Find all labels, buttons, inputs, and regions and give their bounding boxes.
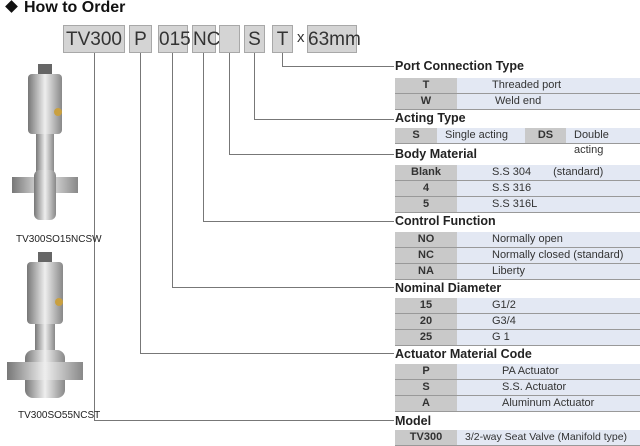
note: (standard) bbox=[553, 166, 604, 178]
desc: Liberty bbox=[457, 264, 640, 279]
code: 15 bbox=[395, 298, 457, 313]
desc: Weld end bbox=[457, 94, 640, 109]
code: S bbox=[395, 380, 457, 395]
code: A bbox=[395, 396, 457, 411]
code: 20 bbox=[395, 314, 457, 329]
desc: G3/4 bbox=[457, 314, 640, 329]
diameter-heading: Nominal Diameter bbox=[395, 281, 502, 295]
code: S bbox=[395, 128, 437, 143]
photo-caption-1: TV300SO15NCSW bbox=[16, 234, 102, 245]
desc: PA Actuator bbox=[457, 364, 640, 379]
diamond-bullet-icon bbox=[5, 0, 18, 13]
body-heading: Body Material bbox=[395, 147, 477, 161]
desc: Aluminum Actuator bbox=[457, 396, 640, 411]
valve-photo-2 bbox=[7, 252, 83, 398]
code: NC bbox=[395, 248, 457, 263]
code: 5 bbox=[395, 197, 457, 212]
code-box-body bbox=[219, 25, 240, 53]
desc: S.S. Actuator bbox=[457, 380, 640, 395]
desc: G 1 bbox=[457, 330, 640, 345]
desc: G1/2 bbox=[457, 298, 640, 313]
code: TV300 bbox=[395, 430, 457, 445]
code-box-port: T bbox=[272, 25, 293, 53]
code-box-diameter: 015 bbox=[158, 25, 191, 53]
code: Blank bbox=[395, 165, 457, 180]
code-box-control: NC bbox=[192, 25, 220, 53]
model-heading: Model bbox=[395, 414, 432, 428]
code: T bbox=[395, 78, 457, 93]
desc: S.S 316 bbox=[457, 181, 640, 196]
desc: Double acting bbox=[566, 128, 640, 156]
code: 4 bbox=[395, 181, 457, 196]
control-heading: Control Function bbox=[395, 214, 496, 228]
code-box-acting: S bbox=[244, 25, 265, 53]
table-row: S Single acting DS Double acting bbox=[395, 128, 640, 156]
times-sign: x bbox=[297, 29, 305, 46]
code-box-model: TV300 bbox=[63, 25, 125, 53]
desc: Single acting bbox=[437, 128, 525, 143]
code: DS bbox=[525, 128, 566, 143]
code: 25 bbox=[395, 330, 457, 345]
code: NA bbox=[395, 264, 457, 279]
desc: Normally closed (standard) bbox=[457, 248, 640, 263]
desc-text: S.S 304 bbox=[492, 166, 532, 178]
desc: Threaded port bbox=[457, 78, 640, 93]
title-text: How to Order bbox=[24, 0, 126, 16]
table-row: Blank S.S 304 (standard) bbox=[395, 165, 640, 181]
code: W bbox=[395, 94, 457, 109]
acting-table: S Single acting DS Double acting bbox=[395, 127, 640, 156]
photo-caption-2: TV300SO55NCST bbox=[18, 410, 101, 421]
code: P bbox=[395, 364, 457, 379]
valve-photo-1 bbox=[12, 64, 78, 220]
desc: S.S 304 (standard) bbox=[457, 165, 640, 180]
code-box-actuator: P bbox=[129, 25, 152, 53]
length-box: 63mm bbox=[307, 25, 361, 53]
page-title: How to Order bbox=[4, 0, 125, 17]
code: NO bbox=[395, 232, 457, 247]
desc: Normally open bbox=[457, 232, 640, 247]
desc: 3/2-way Seat Valve (Manifold type) bbox=[457, 430, 640, 445]
acting-heading: Acting Type bbox=[395, 111, 466, 125]
desc: S.S 316L bbox=[457, 197, 640, 212]
port-heading: Port Connection Type bbox=[395, 59, 524, 73]
actuator-heading: Actuator Material Code bbox=[395, 347, 532, 361]
